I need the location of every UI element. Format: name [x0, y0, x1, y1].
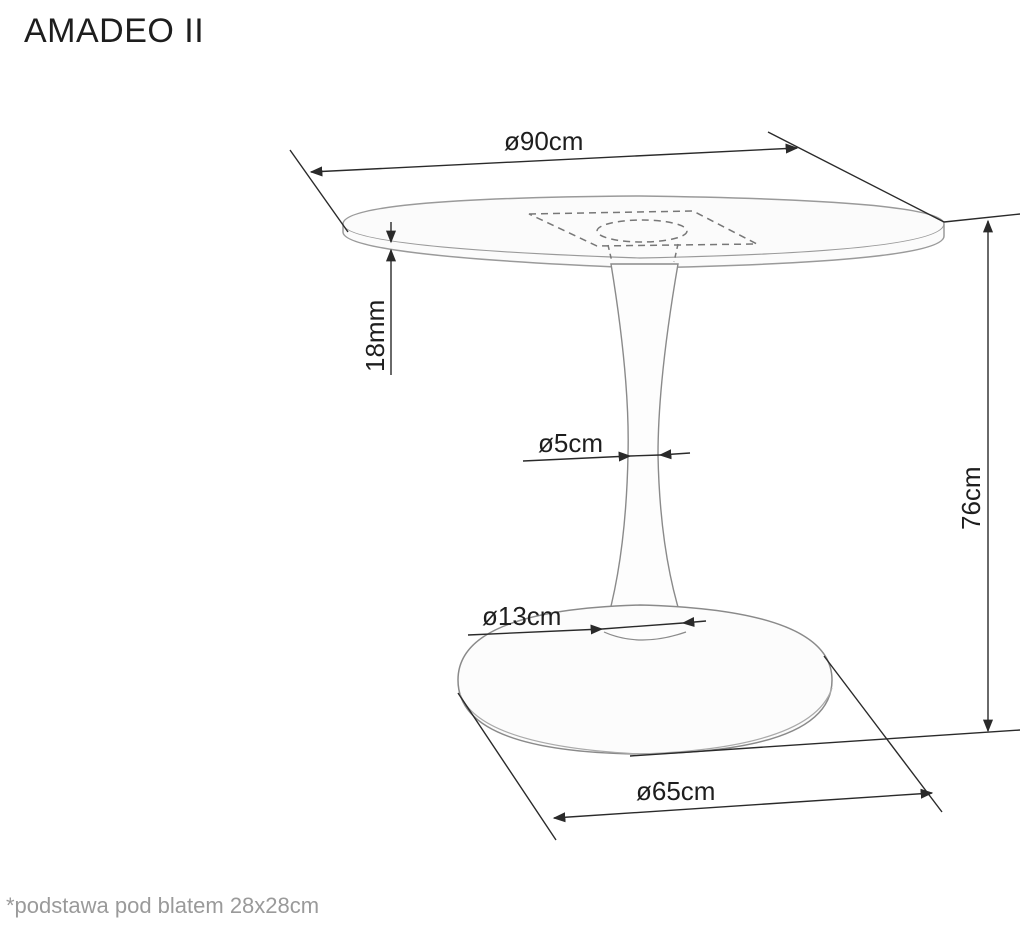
table-base	[457, 604, 833, 755]
base-diameter-label: ø65cm	[636, 776, 715, 806]
stem-base-diameter-dimension: ø13cm	[467, 601, 707, 636]
height-label: 76cm	[956, 466, 986, 530]
table-top	[342, 195, 945, 269]
table-stem	[603, 263, 687, 641]
stem-base-diameter-label: ø13cm	[482, 601, 561, 631]
top-thickness-dimension: 18mm	[360, 222, 397, 375]
base-diameter-dimension: ø65cm	[457, 655, 943, 841]
stem-diameter-dimension: ø5cm	[522, 428, 691, 462]
height-dimension: 76cm	[629, 213, 1020, 757]
product-title: AMADEO II	[24, 12, 205, 50]
stem-diameter-label: ø5cm	[538, 428, 603, 458]
top-diameter-label: ø90cm	[504, 126, 583, 156]
footnote: *podstawa pod blatem 28x28cm	[6, 893, 320, 918]
top-thickness-label: 18mm	[360, 300, 390, 372]
top-diameter-dimension: ø90cm	[289, 126, 945, 233]
